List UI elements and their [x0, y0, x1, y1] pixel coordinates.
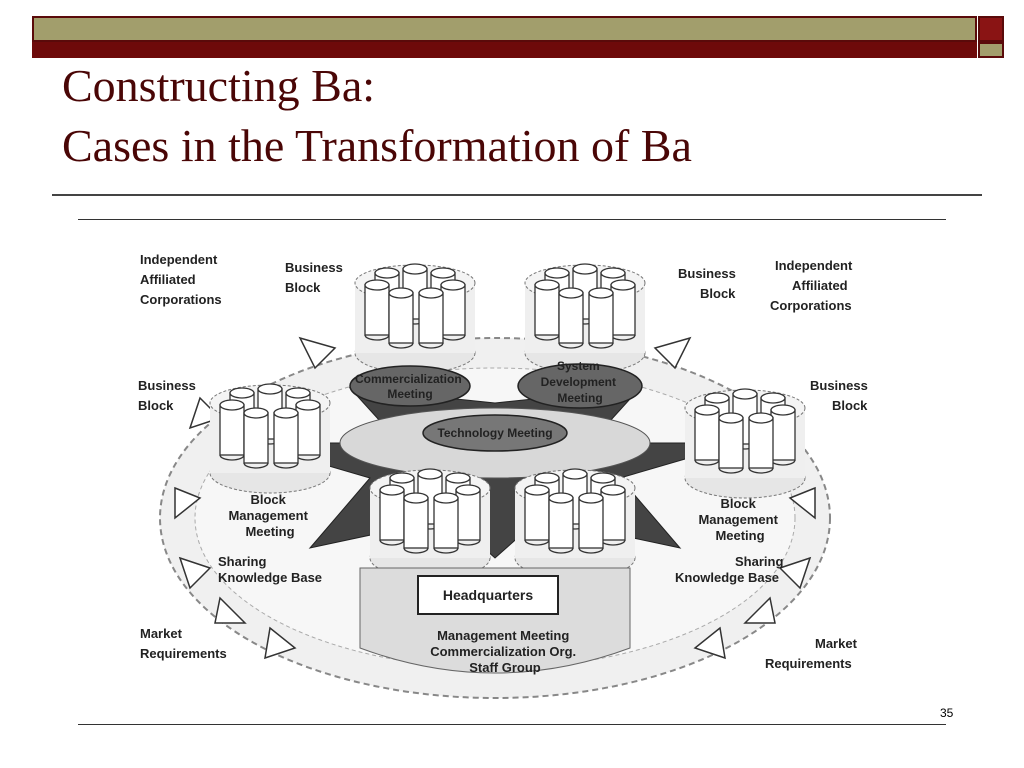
corner-decoration-top	[978, 16, 1004, 42]
label-business-block-l: Business Block	[138, 378, 199, 413]
commercialization-meeting-shape	[349, 365, 471, 407]
label-business-block-tr: Business Block	[678, 266, 739, 301]
label-commercialization-meeting: Commercialization Meeting	[355, 372, 465, 401]
label-block-mgmt-left: Block Management Meeting	[228, 492, 311, 539]
label-business-block-r: Business Block	[810, 378, 871, 413]
title-line-1: Constructing Ba:	[62, 60, 376, 111]
headquarters-box	[417, 575, 559, 615]
label-technology-meeting: Technology Meeting	[437, 426, 552, 440]
system-dev-meeting-shape	[517, 363, 643, 409]
label-top-left-corp: Independent Affiliated Corporations	[140, 252, 222, 307]
label-headquarters: Headquarters	[443, 587, 533, 603]
label-system-dev-meeting: System Development Meeting	[541, 359, 620, 405]
header-bar	[32, 16, 977, 42]
label-hq-caption: Management Meeting Commercialization Org…	[430, 628, 580, 675]
ba-transformation-diagram: Independent Affiliated Corporations Busi…	[138, 252, 871, 699]
label-business-block-tl: Business Block	[285, 260, 346, 295]
label-market-right: Market Requirements	[765, 636, 861, 671]
figure-rule-top	[78, 219, 946, 220]
title-line-2: Cases in the Transformation of Ba	[62, 120, 692, 171]
label-top-right-corp: Independent Affiliated Corporations	[770, 258, 856, 313]
title-divider	[52, 194, 982, 196]
label-sharing-left: Sharing Knowledge Base	[218, 554, 322, 585]
label-market-left: Market Requirements	[140, 626, 227, 661]
page-number: 35	[940, 706, 954, 720]
corner-decoration-bottom	[978, 42, 1004, 58]
technology-meeting-shape	[422, 414, 568, 452]
label-block-mgmt-right: Block Management Meeting	[698, 496, 781, 543]
header-stripe	[32, 42, 977, 58]
slide-title: Constructing Ba: Cases in the Transforma…	[62, 56, 692, 176]
figure-rule-bottom	[78, 724, 946, 725]
label-sharing-right: Sharing Knowledge Base	[675, 554, 787, 585]
